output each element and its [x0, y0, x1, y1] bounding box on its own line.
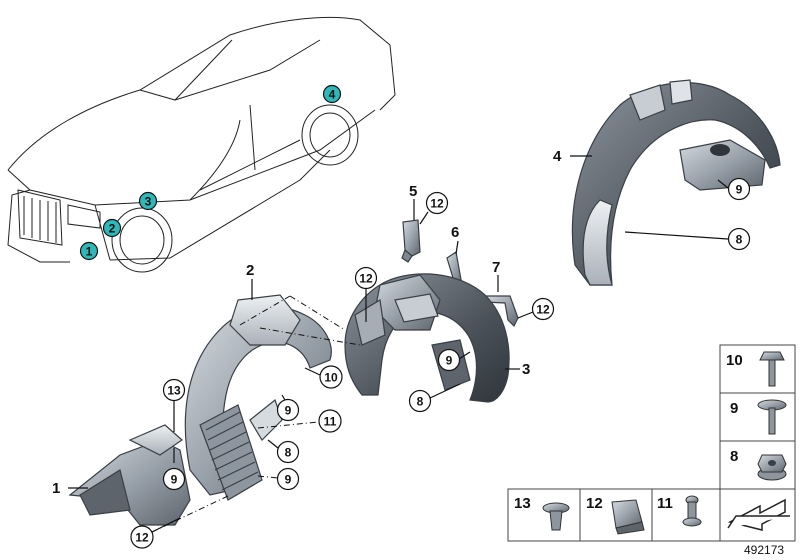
callout-9-rear: 9	[727, 177, 751, 201]
label-part-1: 1	[52, 480, 60, 497]
legend-label-12: 12	[586, 495, 603, 512]
location-marker-4: 4	[322, 84, 342, 104]
location-marker-3: 3	[138, 191, 158, 211]
location-marker-2: 2	[102, 218, 122, 238]
callout-11-part2: 11	[318, 409, 342, 433]
callout-13-part1: 13	[162, 378, 186, 402]
callout-9-part1: 9	[162, 467, 186, 491]
nut-8-icon	[757, 454, 787, 481]
svg-text:2: 2	[109, 222, 116, 236]
diagram-reference-number: 492173	[744, 543, 784, 557]
vehicle-outline	[7, 16, 396, 273]
arrow-symbol-icon	[727, 498, 790, 531]
location-marker-1: 1	[79, 241, 99, 261]
callout-10-part2: 10	[319, 365, 343, 389]
svg-text:11: 11	[324, 415, 337, 429]
legend-label-13: 13	[514, 495, 531, 512]
callout-8-part2: 8	[276, 440, 300, 464]
callout-9-part3: 9	[437, 348, 461, 372]
label-part-3: 3	[522, 361, 530, 378]
callout-12-part3: 12	[354, 266, 378, 290]
svg-text:9: 9	[171, 473, 178, 487]
legend-label-8: 8	[730, 448, 738, 465]
legend-label-9: 9	[730, 400, 738, 417]
screw-9-icon	[757, 399, 787, 435]
label-part-4: 4	[553, 148, 562, 165]
svg-text:9: 9	[446, 354, 453, 368]
legend-label-10: 10	[726, 352, 743, 369]
svg-text:12: 12	[430, 197, 444, 211]
clip-13-icon	[542, 502, 570, 531]
callout-12-part1: 12	[130, 525, 154, 549]
svg-text:8: 8	[417, 395, 424, 409]
svg-text:1: 1	[86, 245, 93, 259]
grille-vents	[205, 411, 259, 491]
callout-12-bracket: 12	[425, 191, 449, 215]
svg-text:4: 4	[329, 88, 336, 102]
part-2-front-wheel-arch-liner	[184, 294, 332, 501]
svg-text:12: 12	[536, 303, 550, 317]
callout-12-part7: 12	[531, 297, 555, 321]
legend-label-11: 11	[657, 495, 673, 512]
callout-9-part2-lower: 9	[276, 467, 300, 491]
rivet-11-icon	[682, 495, 702, 527]
clip-nut-12-icon	[611, 499, 645, 535]
svg-text:8: 8	[736, 233, 743, 247]
location-markers: 1 2 3 4	[79, 84, 342, 261]
callout-8-part3: 8	[408, 389, 432, 413]
svg-text:8: 8	[285, 446, 292, 460]
svg-text:10: 10	[324, 371, 338, 385]
part-4-rear-wheel-arch-liner	[571, 79, 781, 286]
svg-text:9: 9	[736, 183, 743, 197]
svg-text:13: 13	[167, 384, 181, 398]
fastener-legend-column: 10 9 8	[719, 344, 796, 490]
part-3-front-wheel-arch-liner-rear-section	[344, 273, 510, 403]
fastener-legend-row: 13 12 11	[507, 488, 796, 542]
callout-9-part2-upper: 9	[276, 398, 300, 422]
label-part-5: 5	[409, 183, 417, 200]
svg-text:3: 3	[145, 195, 152, 209]
callout-8-rear: 8	[727, 227, 751, 251]
label-part-2: 2	[246, 262, 254, 279]
label-part-7: 7	[492, 259, 500, 276]
part-1-lower-cover	[68, 424, 191, 526]
svg-text:12: 12	[135, 531, 149, 545]
screw-10-icon	[759, 351, 785, 387]
label-part-6: 6	[451, 224, 459, 241]
svg-text:9: 9	[285, 404, 292, 418]
part-5-bracket	[401, 219, 421, 263]
svg-text:9: 9	[285, 473, 292, 487]
svg-text:12: 12	[359, 272, 373, 286]
